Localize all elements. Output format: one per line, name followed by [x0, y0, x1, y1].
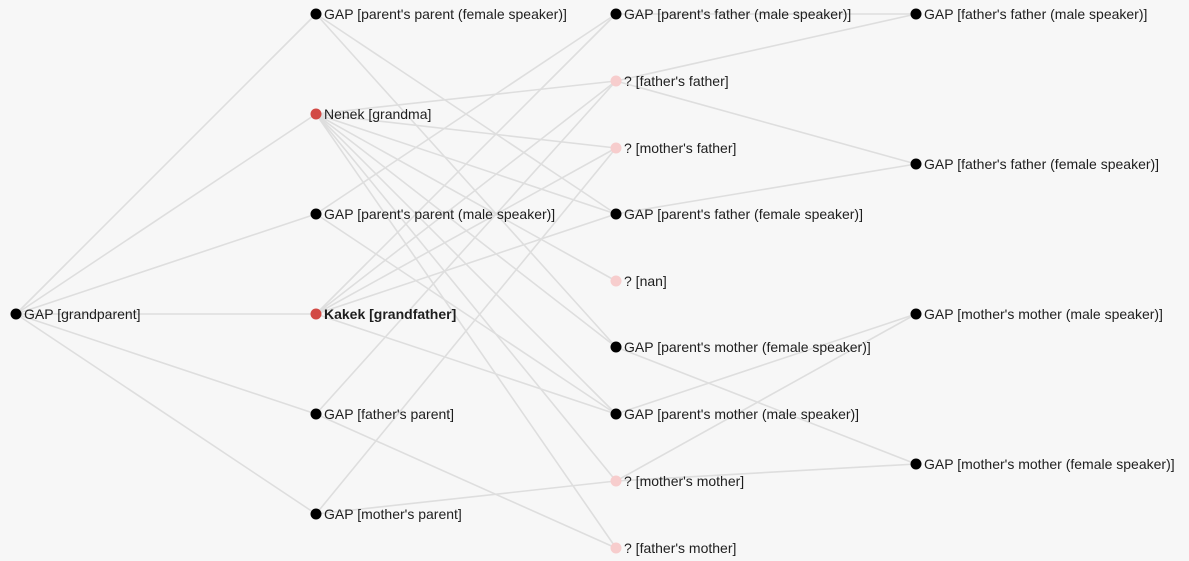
edge-n0-n6	[15, 313, 317, 515]
node-label: GAP [mother's mother (male speaker)]	[924, 306, 1163, 322]
graph-node[interactable]: GAP [mother's parent]	[310, 506, 462, 522]
graph-node[interactable]: Nenek [grandma]	[310, 106, 432, 122]
edge-n12-n19	[615, 346, 917, 465]
edge-n4-n9	[315, 147, 617, 315]
edge-n0-n1	[15, 13, 317, 315]
node-label: GAP [grandparent]	[24, 306, 140, 322]
node-label: GAP [mother's mother (female speaker)]	[924, 456, 1175, 472]
node-dot-gap[interactable]	[310, 408, 322, 420]
node-dot-gap[interactable]	[610, 8, 622, 20]
node-label: GAP [parent's father (female speaker)]	[624, 206, 863, 222]
edge-n4-n13	[315, 313, 617, 415]
node-label: ? [nan]	[624, 273, 667, 289]
node-dot-gap[interactable]	[910, 458, 922, 470]
graph-node[interactable]: GAP [father's father (female speaker)]	[910, 156, 1160, 172]
graph-node[interactable]: GAP [parent's mother (male speaker)]	[610, 406, 860, 422]
node-dot-gap[interactable]	[910, 8, 922, 20]
edge-n10-n17	[615, 163, 917, 215]
graph-node[interactable]: GAP [grandparent]	[10, 306, 141, 322]
node-dot-matched[interactable]	[310, 108, 322, 120]
edges-layer	[15, 13, 917, 549]
node-label: GAP [father's father (male speaker)]	[924, 6, 1147, 22]
node-label: GAP [father's father (female speaker)]	[924, 156, 1159, 172]
edge-n14-n18	[615, 313, 917, 482]
graph-node[interactable]: ? [father's mother]	[610, 540, 737, 556]
node-label: GAP [father's parent]	[324, 406, 454, 422]
node-label: ? [father's mother]	[624, 540, 736, 556]
node-label: Nenek [grandma]	[324, 106, 431, 122]
edge-n6-n9	[315, 147, 617, 515]
edge-n4-n10	[315, 213, 617, 315]
node-dot-gap[interactable]	[310, 208, 322, 220]
node-label: ? [mother's father]	[624, 140, 736, 156]
node-dot-gap[interactable]	[610, 408, 622, 420]
graph-node[interactable]: ? [mother's mother]	[610, 473, 745, 489]
edge-n6-n14	[315, 480, 617, 515]
edge-n5-n15	[315, 413, 617, 549]
node-label: ? [mother's mother]	[624, 473, 744, 489]
node-label: GAP [parent's mother (female speaker)]	[624, 339, 871, 355]
edge-n2-n8	[315, 80, 617, 115]
node-label: GAP [parent's parent (male speaker)]	[324, 206, 555, 222]
nodes-layer: GAP [grandparent] GAP [parent's parent (f…	[10, 6, 1175, 556]
edge-n0-n3	[15, 213, 317, 315]
edge-n1-n12	[315, 13, 617, 348]
node-dot-gap[interactable]	[910, 308, 922, 320]
graph-node[interactable]: GAP [parent's parent (female speaker)]	[310, 6, 567, 22]
edge-n8-n17	[615, 80, 917, 165]
edge-n8-n16	[615, 13, 917, 82]
node-label: GAP [parent's parent (female speaker)]	[324, 6, 567, 22]
edge-n14-n19	[615, 463, 917, 482]
edge-n3-n7	[315, 13, 617, 215]
edge-n3-n13	[315, 213, 617, 415]
graph-node[interactable]: GAP [parent's father (male speaker)]	[610, 6, 852, 22]
node-label: GAP [parent's father (male speaker)]	[624, 6, 851, 22]
node-dot-unknown[interactable]	[610, 75, 622, 87]
node-dot-matched[interactable]	[310, 308, 322, 320]
node-dot-gap[interactable]	[610, 341, 622, 353]
graph-node[interactable]: GAP [parent's father (female speaker)]	[610, 206, 863, 222]
edge-n2-n14	[315, 113, 617, 482]
node-label: Kakek [grandfather]	[324, 306, 456, 322]
edge-n5-n8	[315, 80, 617, 415]
node-dot-unknown[interactable]	[610, 542, 622, 554]
graph-node[interactable]: ? [father's father]	[610, 73, 729, 89]
graph-node[interactable]: GAP [mother's mother (female speaker)]	[910, 456, 1175, 472]
node-dot-unknown[interactable]	[610, 475, 622, 487]
node-dot-unknown[interactable]	[610, 142, 622, 154]
edge-n13-n18	[615, 313, 917, 415]
node-label: GAP [mother's parent]	[324, 506, 462, 522]
graph-node[interactable]: GAP [father's parent]	[310, 406, 455, 422]
graph-node[interactable]: ? [mother's father]	[610, 140, 737, 156]
edge-n0-n2	[15, 113, 317, 315]
node-dot-gap[interactable]	[610, 208, 622, 220]
edge-n4-n8	[315, 80, 617, 315]
node-dot-gap[interactable]	[310, 508, 322, 520]
node-label: ? [father's father]	[624, 73, 729, 89]
graph-node[interactable]: GAP [parent's parent (male speaker)]	[310, 206, 556, 222]
node-dot-gap[interactable]	[910, 158, 922, 170]
graph-node[interactable]: GAP [parent's mother (female speaker)]	[610, 339, 871, 355]
node-label: GAP [parent's mother (male speaker)]	[624, 406, 859, 422]
edge-n2-n9	[315, 113, 617, 149]
graph-node[interactable]: GAP [father's father (male speaker)]	[910, 6, 1148, 22]
graph-node[interactable]: ? [nan]	[610, 273, 667, 289]
edge-n4-n7	[315, 13, 617, 315]
node-dot-gap[interactable]	[10, 308, 22, 320]
graph-node[interactable]: Kakek [grandfather]	[310, 306, 457, 322]
node-dot-gap[interactable]	[310, 8, 322, 20]
node-dot-unknown[interactable]	[610, 275, 622, 287]
edge-n0-n5	[15, 313, 317, 415]
graph-node[interactable]: GAP [mother's mother (male speaker)]	[910, 306, 1163, 322]
